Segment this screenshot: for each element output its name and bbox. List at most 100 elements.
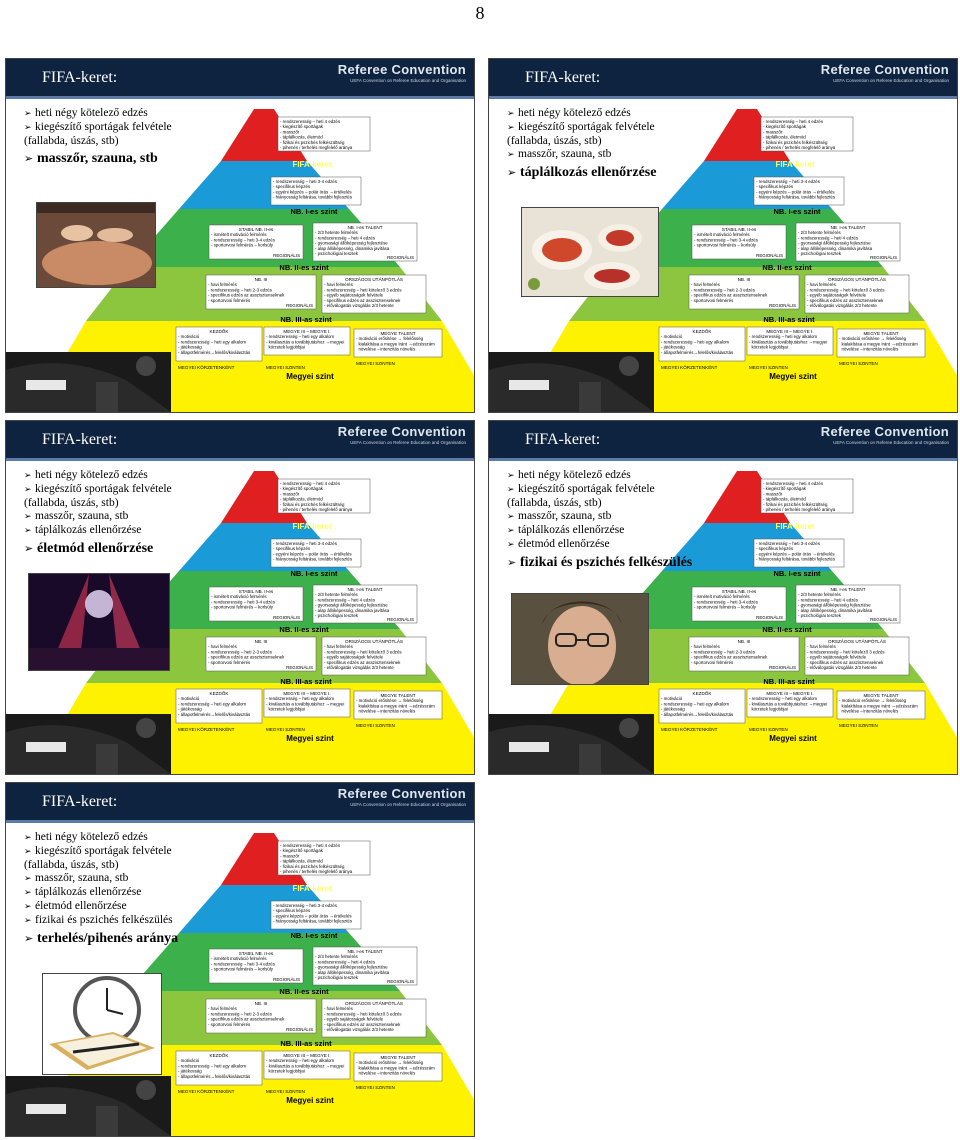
svg-text:- gyorsasági állóképesség fejl: - gyorsasági állóképesség fejlesztése — [798, 241, 871, 246]
svg-text:- táplálkozás, életmód: - táplálkozás, életmód — [280, 859, 323, 864]
svg-text:- rendszeresség – heti 4 edzés: - rendszeresség – heti 4 edzés — [763, 119, 824, 124]
bullet-item: ➢masszőr, szauna, stb — [507, 510, 612, 522]
svg-text:- egyéb sajátosságok felvétele: - egyéb sajátosságok felvétele — [807, 293, 867, 298]
svg-text:KEZDŐK: KEZDŐK — [693, 690, 713, 696]
svg-text:- rendszeresség – heti 3-4 edz: - rendszeresség – heti 3-4 edzés — [211, 599, 276, 604]
referee-uniform-image — [489, 714, 654, 774]
svg-text:- táplálkozás, életmód: - táplálkozás, életmód — [280, 497, 323, 502]
slide-2: FIFA-keret: Referee Convention UEFA Conv… — [488, 58, 958, 413]
bullet-item: ➢táplálkozás ellenőrzése — [24, 524, 142, 536]
svg-text:- ismételt motiváció felmérés: - ismételt motiváció felmérés — [211, 956, 267, 961]
bullet-item: (fallabda, úszás, stb) — [24, 859, 119, 871]
slide-photo — [521, 207, 659, 297]
svg-text:- hiányosság feltárása, tovább: - hiányosság feltárása, további fejleszt… — [273, 195, 353, 200]
svg-text:ORSZÁGOS UTÁNPÓTLÁS: ORSZÁGOS UTÁNPÓTLÁS — [828, 638, 886, 644]
svg-text:- gyorsasági állóképesség fejl: - gyorsasági állóképesség fejlesztése — [315, 603, 388, 608]
svg-text:- rendszeresség – heti 3-4 edz: - rendszeresség – heti 3-4 edzés — [273, 903, 338, 908]
svg-text:MEGYE III – MEGYE I.: MEGYE III – MEGYE I. — [283, 329, 330, 334]
svg-text:- specifikus képzés: - specifikus képzés — [756, 546, 794, 551]
svg-text:- rendszeresség – heti 4 edzés: - rendszeresség – heti 4 edzés — [798, 235, 859, 240]
svg-text:FIFA-keret: FIFA-keret — [775, 522, 814, 531]
bullet-item: ➢életmód ellenőrzése — [507, 538, 610, 550]
svg-text:- motiváció erősítése → felelő: - motiváció erősítése → felelősség — [839, 336, 907, 341]
arrow-bullet-icon: ➢ — [24, 847, 32, 857]
svg-text:MEGYEI SZINTEN: MEGYEI SZINTEN — [266, 727, 305, 732]
svg-text:Megyei szint: Megyei szint — [286, 1096, 334, 1105]
svg-text:MEGYE TALENT: MEGYE TALENT — [380, 331, 415, 336]
massage-photo — [37, 203, 155, 287]
svg-text:REGIONÁLIS: REGIONÁLIS — [870, 255, 897, 260]
brand-name: Referee Convention — [337, 424, 466, 439]
svg-text:- havi felmérés: - havi felmérés — [691, 644, 721, 649]
svg-text:- rendszeresség – heti 2-3 edz: - rendszeresség – heti 2-3 edzés — [691, 287, 756, 292]
svg-text:NB. II-es szint: NB. II-es szint — [762, 625, 812, 634]
svg-text:- specifikus edzés az assziszt: - specifikus edzés az asszisztenseknek — [324, 660, 401, 665]
highlight-bullet: ➢masszőr, szauna, stb — [24, 151, 158, 166]
bullet-item: (fallabda, úszás, stb) — [24, 497, 119, 509]
bullet-list: ➢heti négy kötelező edzés➢kiegészítő spo… — [24, 831, 204, 948]
svg-text:- pihenés / terhelés megfelelő: - pihenés / terhelés megfelelő aránya — [280, 869, 353, 874]
svg-text:- rendszeresség – heti 3-4 edz: - rendszeresség – heti 3-4 edzés — [273, 541, 338, 546]
svg-text:- rendszeresség – heti 4 edzés: - rendszeresség – heti 4 edzés — [798, 597, 859, 602]
svg-text:- motiváció erősítése → felelő: - motiváció erősítése → felelősség — [839, 698, 907, 703]
svg-text:- motiváció erősítése → felelő: - motiváció erősítése → felelősség — [356, 698, 424, 703]
bullet-item: ➢heti négy kötelező edzés — [24, 831, 148, 843]
arrow-bullet-icon: ➢ — [24, 109, 32, 119]
svg-text:- 2/3 hetente felmérés: - 2/3 hetente felmérés — [315, 230, 359, 235]
svg-text:MEGYEI KÖRZETENKÉNT: MEGYEI KÖRZETENKÉNT — [178, 364, 235, 370]
svg-text:NB. III: NB. III — [738, 639, 751, 644]
svg-text:- sportorvosi felmérés: - sportorvosi felmérés — [208, 298, 251, 303]
svg-text:kialakítása a megye iránt →edz: kialakítása a megye iránt →edzésszám — [356, 703, 435, 708]
svg-text:- hiányosság feltárása, tovább: - hiányosság feltárása, további fejleszt… — [273, 557, 353, 562]
svg-text:- rendszeresség – heti egy alk: - rendszeresség – heti egy alkalom — [266, 696, 334, 701]
svg-text:- rendszeresség – heti 4 edzés: - rendszeresség – heti 4 edzés — [280, 481, 341, 486]
svg-text:- ismételt motiváció felmérés: - ismételt motiváció felmérés — [211, 594, 267, 599]
svg-text:- pszichológiai tesztek: - pszichológiai tesztek — [798, 613, 842, 618]
svg-text:- rendszeresség – heti 2-3 edz: - rendszeresség – heti 2-3 edzés — [208, 649, 273, 654]
svg-text:- havi felmérés: - havi felmérés — [324, 282, 354, 287]
svg-text:- specifikus edzés az assziszt: - specifikus edzés az asszisztenseknek — [208, 655, 285, 660]
svg-text:- rendszeresség – heti 4 edzés: - rendszeresség – heti 4 edzés — [315, 235, 376, 240]
slide-title: FIFA-keret: — [42, 69, 118, 86]
svg-text:NB. II-es szint: NB. II-es szint — [762, 263, 812, 272]
arrow-bullet-icon: ➢ — [24, 512, 32, 522]
slide-photo — [36, 202, 156, 288]
svg-text:REGIONÁLIS: REGIONÁLIS — [769, 303, 796, 308]
svg-text:- kiegészítő sportágak: - kiegészítő sportágak — [763, 486, 807, 491]
svg-text:- ismételt motiváció felmérés: - ismételt motiváció felmérés — [211, 232, 267, 237]
svg-text:REGIONÁLIS: REGIONÁLIS — [387, 617, 414, 622]
svg-text:- előválogatás vizsgálás 2/3 h: - előválogatás vizsgálás 2/3 hetente — [324, 665, 394, 670]
svg-text:kialakítása a megye iránt →edz: kialakítása a megye iránt →edzésszám — [356, 1065, 435, 1070]
svg-text:STABIL NB. II-es: STABIL NB. II-es — [239, 227, 274, 232]
svg-text:kialakítása a megye iránt →edz: kialakítása a megye iránt →edzésszám — [356, 341, 435, 346]
svg-text:- ismételt motiváció felmérés: - ismételt motiváció felmérés — [694, 232, 750, 237]
slide-title: FIFA-keret: — [525, 431, 601, 448]
svg-text:- kiegészítő sportágak: - kiegészítő sportágak — [763, 124, 807, 129]
svg-text:MEGYEI SZINTEN: MEGYEI SZINTEN — [839, 723, 878, 728]
svg-text:- egyéb sajátosságok felvétele: - egyéb sajátosságok felvétele — [324, 1017, 384, 1022]
bullet-item: ➢kiegészítő sportágak felvétele — [24, 483, 172, 495]
svg-text:növelése→intenzitás növelés: növelése→intenzitás növelés — [356, 709, 416, 714]
svg-text:- havi felmérés: - havi felmérés — [691, 282, 721, 287]
arrow-bullet-icon: ➢ — [24, 526, 32, 536]
bullet-item: ➢heti négy kötelező edzés — [507, 107, 631, 119]
arrow-bullet-icon: ➢ — [24, 932, 34, 945]
development-pyramid: - rendszeresség – heti 4 edzés- kiegészí… — [36, 471, 474, 774]
svg-text:REGIONÁLIS: REGIONÁLIS — [756, 253, 783, 258]
svg-text:- 2/3 hetente felmérés: - 2/3 hetente felmérés — [315, 954, 359, 959]
arrow-bullet-icon: ➢ — [24, 152, 34, 165]
svg-text:STABIL NB. II-es: STABIL NB. II-es — [722, 227, 757, 232]
svg-text:NB. III: NB. III — [255, 639, 268, 644]
arrow-bullet-icon: ➢ — [507, 150, 515, 160]
svg-text:- specifikus képzés: - specifikus képzés — [756, 184, 794, 189]
svg-text:NB. III-as szint: NB. III-as szint — [763, 677, 815, 686]
svg-text:NB. II-es szint: NB. II-es szint — [279, 625, 329, 634]
svg-text:- alap állóképesség, dinamika: - alap állóképesség, dinamika javítása — [315, 246, 390, 251]
svg-text:REGIONÁLIS: REGIONÁLIS — [273, 253, 300, 258]
svg-text:- rendszeresség – heti 3-4 edz: - rendszeresség – heti 3-4 edzés — [273, 179, 338, 184]
svg-text:- egyéb sajátosságok felvétele: - egyéb sajátosságok felvétele — [807, 655, 867, 660]
referee-uniform-image — [6, 1076, 171, 1136]
svg-text:NB. III: NB. III — [255, 277, 268, 282]
man-with-glasses-photo — [512, 594, 648, 684]
svg-text:- rendszeresség – heti egy alk: - rendszeresség – heti egy alkalom — [661, 339, 729, 344]
